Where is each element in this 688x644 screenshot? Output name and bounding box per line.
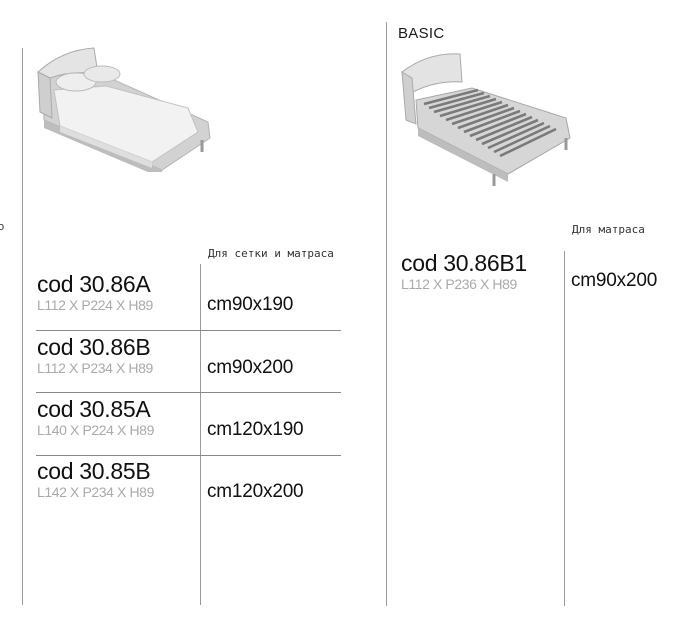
left-row-1-code: cod 30.86A <box>37 271 151 297</box>
left-row-4-dims: L142 X P234 X H89 <box>37 484 154 500</box>
left-row-1-dims: L112 X P224 X H89 <box>37 297 153 313</box>
right-row-1-size: cm90x200 <box>571 270 658 291</box>
left-row-3-dims: L140 X P224 X H89 <box>37 422 154 438</box>
left-row-separator-1 <box>36 330 341 331</box>
right-section-title: BASIC <box>398 25 445 42</box>
left-row-1-size: cm90x190 <box>207 294 294 315</box>
center-divider-rule <box>386 22 387 606</box>
slatted-bed-frame-illustration <box>401 53 571 186</box>
left-row-separator-2 <box>36 392 341 393</box>
left-row-3-size: cm120x190 <box>207 419 304 440</box>
left-row-3-code: cod 30.85A <box>37 396 151 422</box>
left-row-4-size: cm120x200 <box>207 481 304 502</box>
right-table-column-rule <box>564 251 565 606</box>
left-row-2-code: cod 30.86B <box>37 334 151 360</box>
left-table-column-rule <box>200 264 201 605</box>
left-row-2-size: cm90x200 <box>207 357 294 378</box>
left-label-for-base-and-mattress: Для сетки и матраса <box>208 247 334 260</box>
bed-with-mattress-illustration <box>37 47 211 172</box>
left-row-separator-3 <box>36 455 341 456</box>
left-row-4-code: cod 30.85B <box>37 458 151 484</box>
right-label-for-mattress: Для матраса <box>572 223 645 236</box>
right-row-1-code: cod 30.86B1 <box>401 250 527 276</box>
left-row-2-dims: L112 X P234 X H89 <box>37 360 153 376</box>
left-margin-rule <box>22 48 23 605</box>
edge-glyph: o <box>0 221 5 233</box>
right-row-1-dims: L112 X P236 X H89 <box>401 276 517 292</box>
